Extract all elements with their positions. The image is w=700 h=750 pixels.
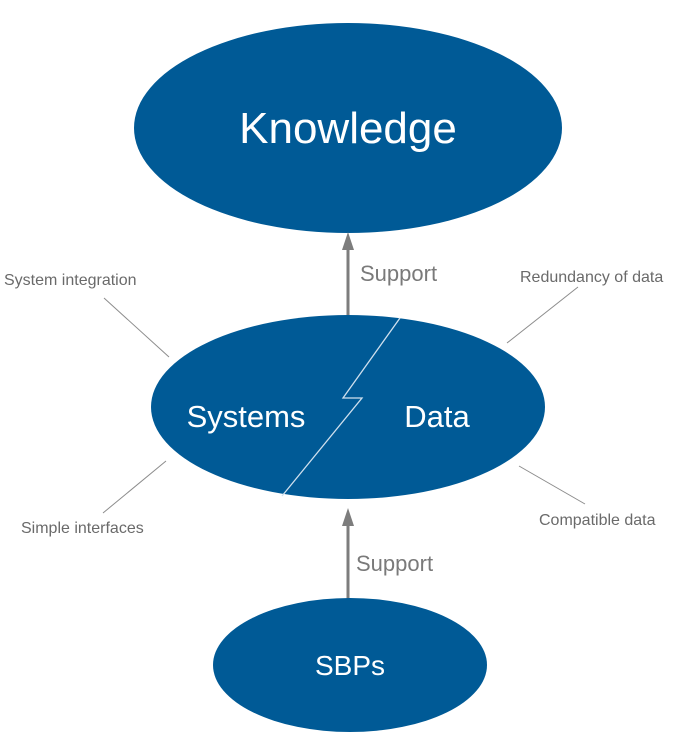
knowledge-ellipse [134,23,562,233]
system-integration-connector [103,297,170,358]
simple-interfaces-text: Simple interfaces [21,520,144,537]
knowledge-label: Knowledge [239,104,457,153]
sbps-label: SBPs [315,650,385,681]
upper-support-arrow: Support [342,232,437,316]
redundancy-of-data-text: Redundancy of data [520,269,663,286]
systems-label: Systems [187,399,306,434]
upper-arrow-head [342,232,354,250]
sbps-ellipse [213,598,487,732]
compatible-data-connector [518,465,586,505]
system-integration-text: System integration [4,272,137,289]
sbps-node: SBPs [213,598,487,732]
lower-support-arrow: Support [342,508,433,600]
redundancy-connector [506,286,579,344]
data-label: Data [404,399,470,434]
systems-data-ellipse [151,315,545,499]
upper-support-label: Support [360,261,437,286]
simple-interfaces-connector [102,460,167,514]
knowledge-node: Knowledge [134,23,562,233]
systems-data-node: Systems Data [151,315,545,499]
compatible-data-text: Compatible data [539,512,656,529]
lower-support-label: Support [356,551,433,576]
lower-arrow-head [342,508,354,526]
lightning-divider [281,317,401,497]
